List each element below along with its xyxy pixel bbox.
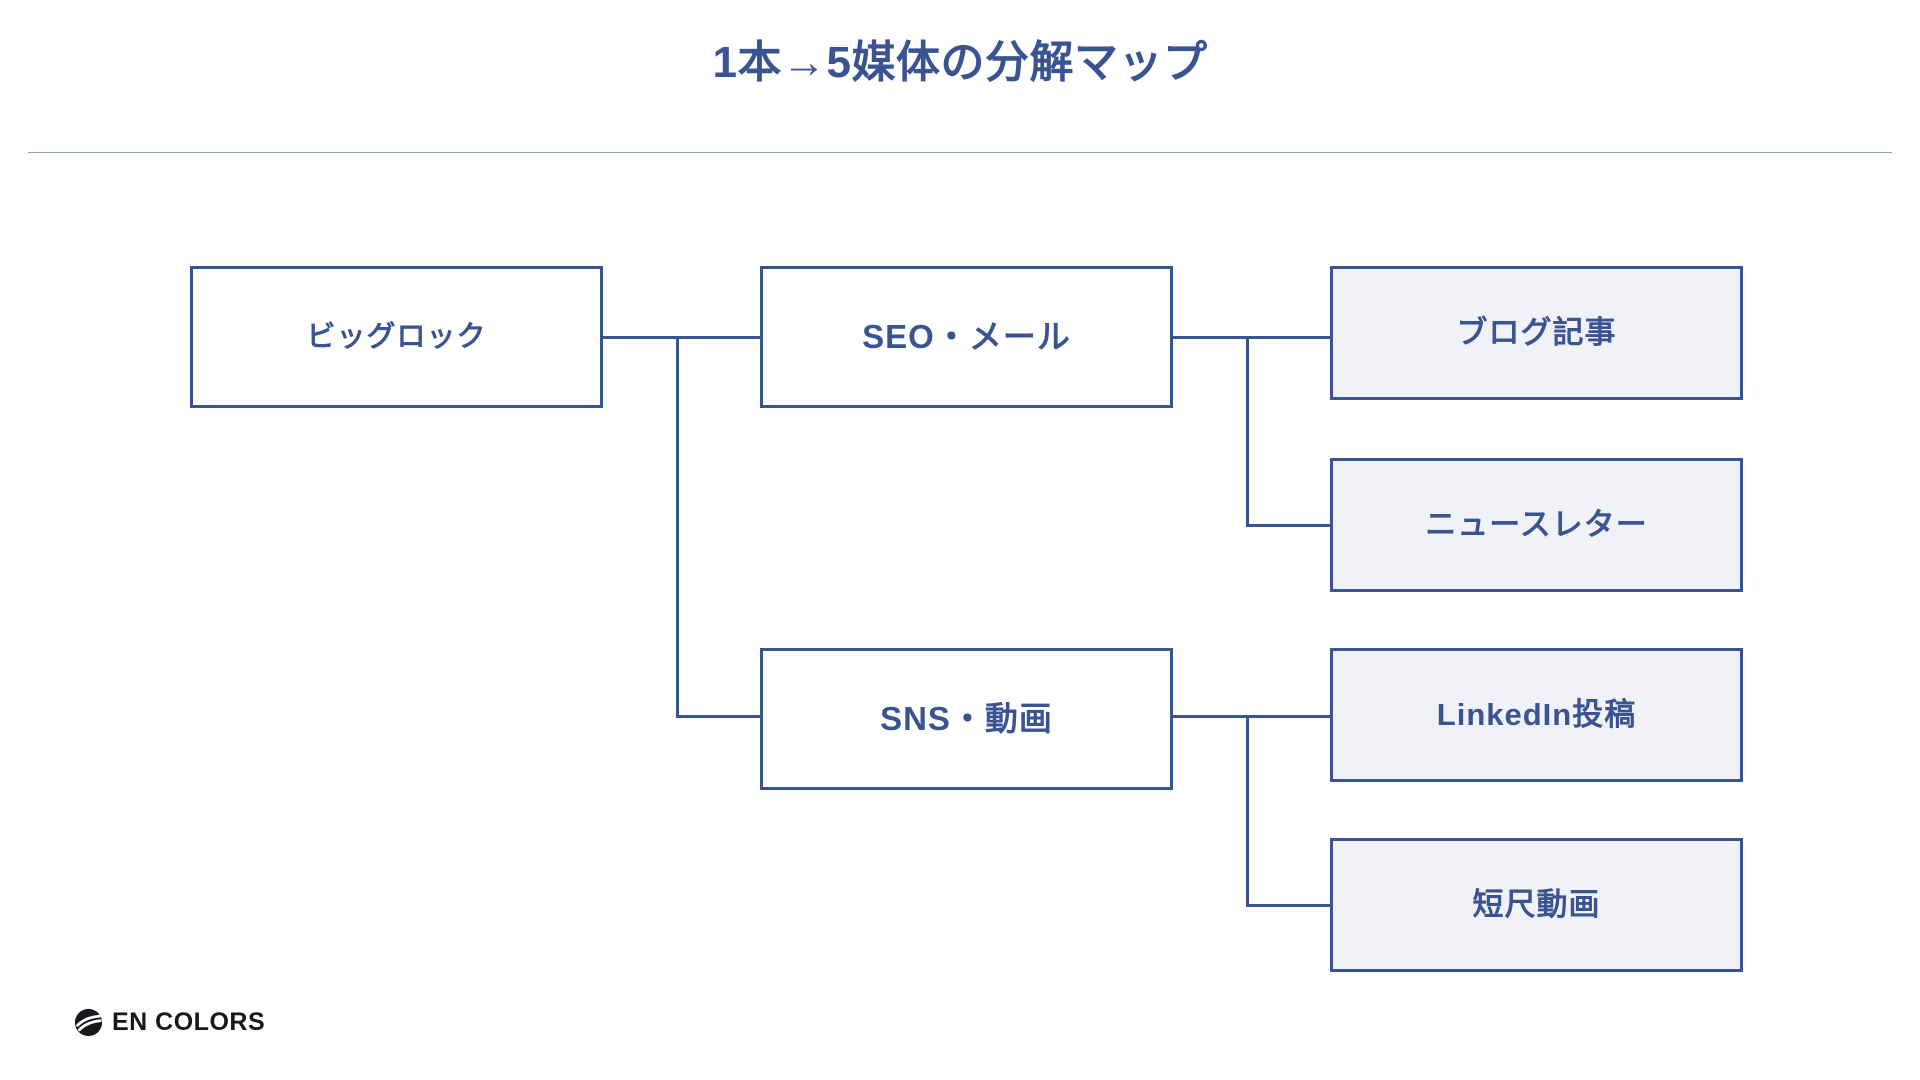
brand-logo: EN COLORS: [74, 1008, 265, 1037]
node-label: SNS・動画: [880, 700, 1053, 738]
node-sns-video[interactable]: SNS・動画: [760, 648, 1173, 790]
swirl-mark-icon: [74, 1008, 103, 1037]
node-blog-article[interactable]: ブログ記事: [1330, 266, 1743, 400]
node-label: LinkedIn投稿: [1436, 697, 1637, 733]
edge-sns-video-out: [1173, 715, 1249, 718]
edge-seo-mail-out: [1173, 336, 1249, 339]
edge-big-rock-to-sns-video: [676, 715, 760, 718]
page-title: 1本→5媒体の分解マップ: [712, 38, 1208, 87]
node-linkedin-post[interactable]: LinkedIn投稿: [1330, 648, 1743, 782]
edge-big-rock-spine: [676, 336, 679, 718]
node-label: ニュースレター: [1425, 507, 1648, 543]
edge-seo-mail-to-newsletter: [1246, 524, 1330, 527]
node-newsletter[interactable]: ニュースレター: [1330, 458, 1743, 592]
node-seo-mail[interactable]: SEO・メール: [760, 266, 1173, 408]
node-big-rock[interactable]: ビッグロック: [190, 266, 603, 408]
node-label: SEO・メール: [862, 318, 1071, 356]
node-label: 短尺動画: [1472, 887, 1601, 923]
node-short-video[interactable]: 短尺動画: [1330, 838, 1743, 972]
title-divider: [28, 152, 1892, 153]
edge-sns-video-to-short-video: [1246, 904, 1330, 907]
brand-logo-text: EN COLORS: [112, 1008, 266, 1036]
node-label: ブログ記事: [1456, 315, 1617, 351]
edge-big-rock-to-seo-mail: [676, 336, 760, 339]
edge-sns-video-spine: [1246, 715, 1249, 907]
edge-seo-mail-to-blog-article: [1246, 336, 1330, 339]
edge-sns-video-to-linkedin-post: [1246, 715, 1330, 718]
edge-big-rock-out: [603, 336, 679, 339]
node-label: ビッグロック: [306, 320, 487, 353]
edge-seo-mail-spine: [1246, 336, 1249, 526]
